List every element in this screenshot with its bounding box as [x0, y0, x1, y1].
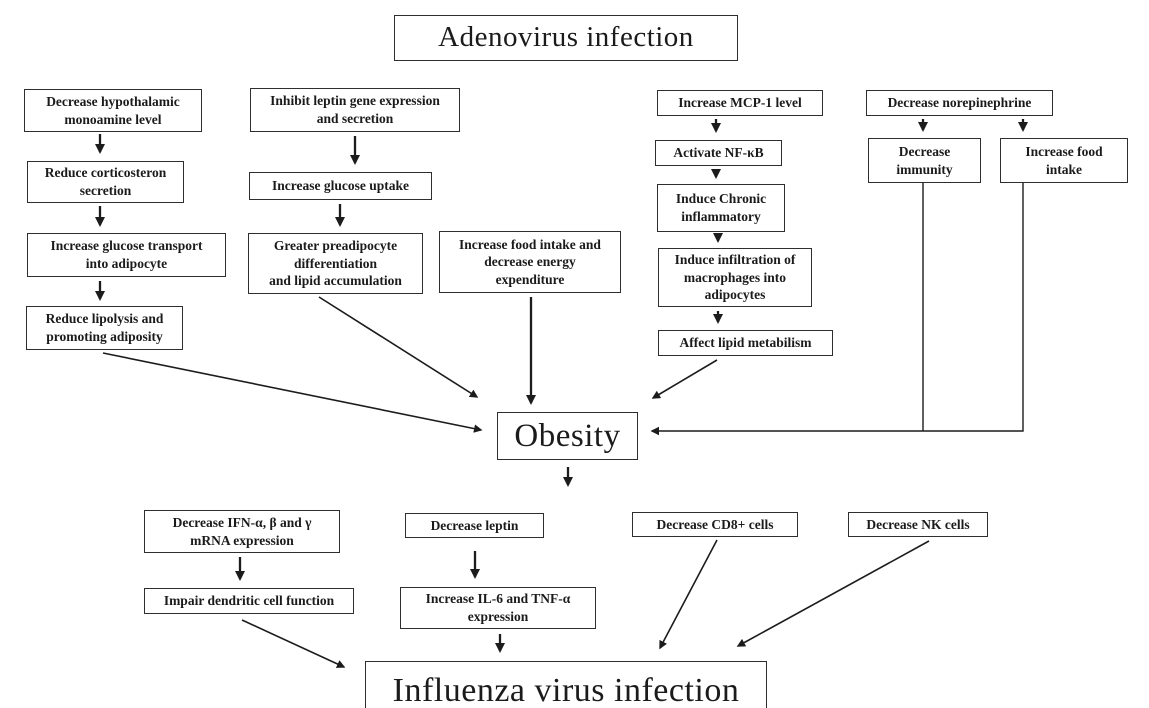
node-increase-food-intake: Increase food intake: [1000, 138, 1128, 183]
node-decrease-norepinephrine: Decrease norepinephrine: [866, 90, 1053, 116]
edge-e3-obesity: [650, 183, 1024, 436]
node-induce-chronic-inflammatory: Induce Chronic inflammatory: [657, 184, 785, 232]
node-obesity: Obesity: [497, 412, 638, 460]
node-influenza-virus-infection: Influenza virus infection: [365, 661, 767, 708]
node-greater-preadipocyte: Greater preadipocyte differentiation and…: [248, 233, 423, 294]
node-decrease-cd8-cells: Decrease CD8+ cells: [632, 512, 798, 537]
edge-d5-obesity: [651, 359, 718, 399]
edge-f2-influenza: [241, 619, 346, 668]
node-increase-il6-tnf: Increase IL-6 and TNF-α expression: [400, 587, 596, 629]
edge-b3-obesity: [318, 296, 479, 398]
node-activate-nfkb: Activate NF-κB: [655, 140, 782, 166]
node-inhibit-leptin-gene: Inhibit leptin gene expression and secre…: [250, 88, 460, 132]
node-adenovirus-infection-title: Adenovirus infection: [394, 15, 738, 61]
edge-a4-obesity: [102, 352, 483, 433]
node-increase-glucose-transport: Increase glucose transport into adipocyt…: [27, 233, 226, 277]
node-increase-food-intake-energy: Increase food intake and decrease energy…: [439, 231, 621, 293]
node-affect-lipid-metabilism: Affect lipid metabilism: [658, 330, 833, 356]
node-impair-dendritic: Impair dendritic cell function: [144, 588, 354, 614]
node-decrease-hypothalamic-monoamine: Decrease hypothalamic monoamine level: [24, 89, 202, 132]
node-decrease-leptin: Decrease leptin: [405, 513, 544, 538]
node-increase-glucose-uptake: Increase glucose uptake: [249, 172, 432, 200]
edge-h1-influenza: [659, 539, 718, 650]
edge-i1-influenza: [736, 540, 930, 647]
node-decrease-ifn: Decrease IFN-α, β and γ mRNA expression: [144, 510, 340, 553]
node-induce-infiltration-macrophages: Induce infiltration of macrophages into …: [658, 248, 812, 307]
node-decrease-nk-cells: Decrease NK cells: [848, 512, 988, 537]
node-decrease-immunity: Decrease immunity: [868, 138, 981, 183]
node-reduce-lipolysis: Reduce lipolysis and promoting adiposity: [26, 306, 183, 350]
node-increase-mcp1: Increase MCP-1 level: [657, 90, 823, 116]
node-reduce-corticosteron-secretion: Reduce corticosteron secretion: [27, 161, 184, 203]
